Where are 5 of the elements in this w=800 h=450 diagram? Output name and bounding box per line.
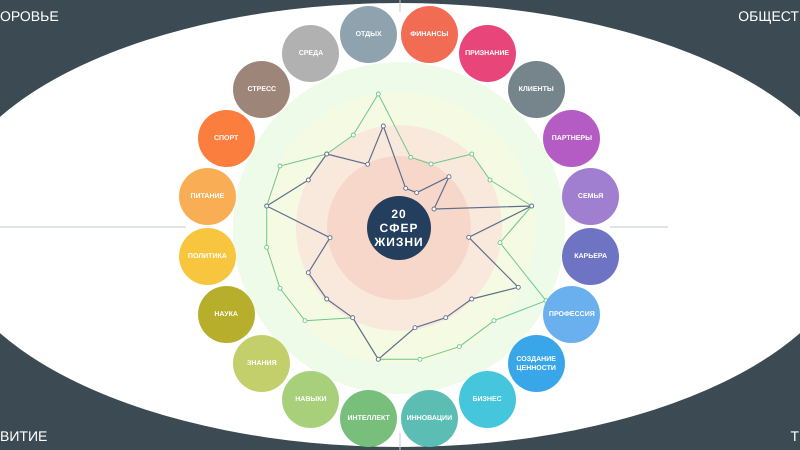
quadrant-label: ОРОВЬЕ bbox=[0, 8, 59, 24]
quadrant-label: ВИТИЕ bbox=[0, 428, 48, 444]
quadrant-label: Т bbox=[790, 428, 799, 444]
hub-title: 20 СФЕР ЖИЗНИ bbox=[373, 207, 425, 249]
quadrant-label: ОБЩЕСТ bbox=[738, 8, 799, 24]
